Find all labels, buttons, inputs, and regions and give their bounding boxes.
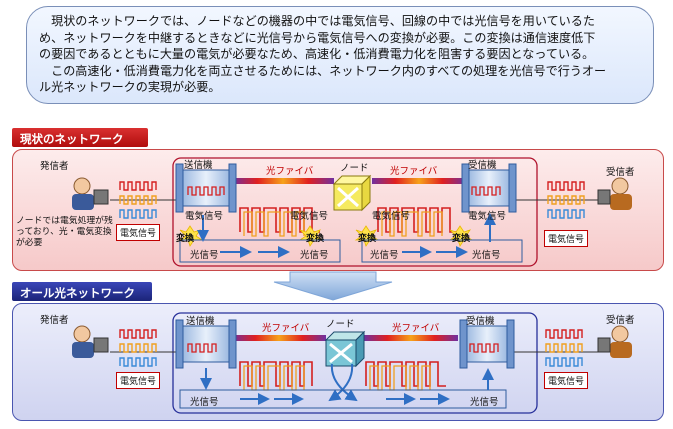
allopt-sender-person-icon — [72, 325, 109, 358]
allopt-node-cube — [324, 330, 366, 368]
all-optical-network-header: オール光ネットワーク — [12, 282, 152, 301]
current-inner-frame — [172, 157, 538, 267]
allopt-receiver-unit-label: 受信機 — [466, 316, 495, 327]
current-optical-3: 光信号 — [370, 250, 399, 261]
intro-line-3: の要因であるとともに大量の電気が必要なため、高速化・低消費電力化を阻害する要因と… — [39, 47, 595, 61]
intro-line-5: ル光ネットワークの実現が必要。 — [39, 80, 221, 94]
allopt-receiver-elec-box: 電気信号 — [544, 372, 589, 389]
conv-label-2: 変換 — [306, 234, 325, 244]
allopt-receiver-pulses — [545, 329, 583, 367]
conv-bursts — [178, 225, 474, 247]
allopt-inner-frame — [172, 312, 538, 414]
allopt-node-label: ノード — [326, 319, 355, 330]
current-fiber-right-label: 光ファイバ — [390, 166, 438, 177]
current-tx-elec-label: 電気信号 — [185, 211, 224, 222]
current-sender-person-icon — [72, 177, 109, 210]
current-fiber-left — [232, 178, 334, 184]
allopt-optical-1: 光信号 — [190, 397, 219, 408]
current-transmitter — [175, 163, 237, 213]
allopt-transmitter-label: 送信機 — [186, 316, 215, 327]
allopt-receiver-person-icon — [597, 325, 632, 358]
current-receiver-label: 受信者 — [606, 167, 635, 178]
allopt-receiver-label: 受信者 — [606, 315, 635, 326]
current-fiber-left-label: 光ファイバ — [266, 166, 314, 177]
conv-label-4: 変換 — [452, 234, 471, 244]
current-node-cube — [332, 174, 372, 212]
current-optical-2: 光信号 — [300, 250, 329, 261]
current-receiver-person-icon — [597, 177, 632, 210]
allopt-sender-pulses — [119, 329, 157, 367]
current-optical-1: 光信号 — [190, 250, 219, 261]
transition-arrow — [273, 271, 393, 301]
intro-line-4: この高速化・低消費電力化を両立させるためには、ネットワーク内のすべての処理を光信… — [39, 63, 607, 78]
intro-text-box: 現状のネットワークでは、ノードなどの機器の中では電気信号、回線の中では光信号を用… — [26, 6, 654, 104]
current-node-elec-right: 電気信号 — [372, 211, 411, 222]
allopt-fiber-left-label: 光ファイバ — [262, 323, 310, 334]
current-transmitter-label: 送信機 — [184, 160, 213, 171]
current-rx-elec-label: 電気信号 — [468, 211, 507, 222]
current-receiver-unit — [461, 163, 517, 213]
intro-line-2: め、ネットワークを中継するときなどに光信号から電気信号への変換が必要。この変換は… — [39, 30, 596, 45]
allopt-fiber-left — [232, 335, 326, 341]
intro-line-1: 現状のネットワークでは、ノードなどの機器の中では電気信号、回線の中では光信号を用… — [39, 14, 595, 28]
allopt-optical-2: 光信号 — [470, 397, 499, 408]
allopt-sender-elec-box: 電気信号 — [116, 372, 161, 389]
allopt-fiber-right-label: 光ファイバ — [392, 323, 440, 334]
current-fiber-right — [372, 178, 466, 184]
current-sender-pulses — [119, 181, 157, 219]
current-node-elec-left: 電気信号 — [290, 211, 329, 222]
current-sender-elec-box: 電気信号 — [116, 224, 161, 241]
current-receiver-unit-label: 受信機 — [468, 160, 497, 171]
current-note: ノードでは電気処理が残っており、光・電気変換が必要 — [16, 216, 113, 248]
current-receiver-pulses — [547, 181, 585, 219]
current-receiver-elec-box: 電気信号 — [544, 230, 589, 247]
allopt-fiber-right — [364, 335, 458, 341]
current-node-label: ノード — [340, 163, 369, 174]
current-network-header: 現状のネットワーク — [12, 128, 148, 147]
conv-label-1: 変換 — [176, 234, 195, 244]
current-optical-4: 光信号 — [472, 250, 501, 261]
conv-label-3: 変換 — [358, 234, 377, 244]
allopt-sender-label: 発信者 — [40, 315, 69, 326]
current-sender-label: 発信者 — [40, 161, 69, 172]
